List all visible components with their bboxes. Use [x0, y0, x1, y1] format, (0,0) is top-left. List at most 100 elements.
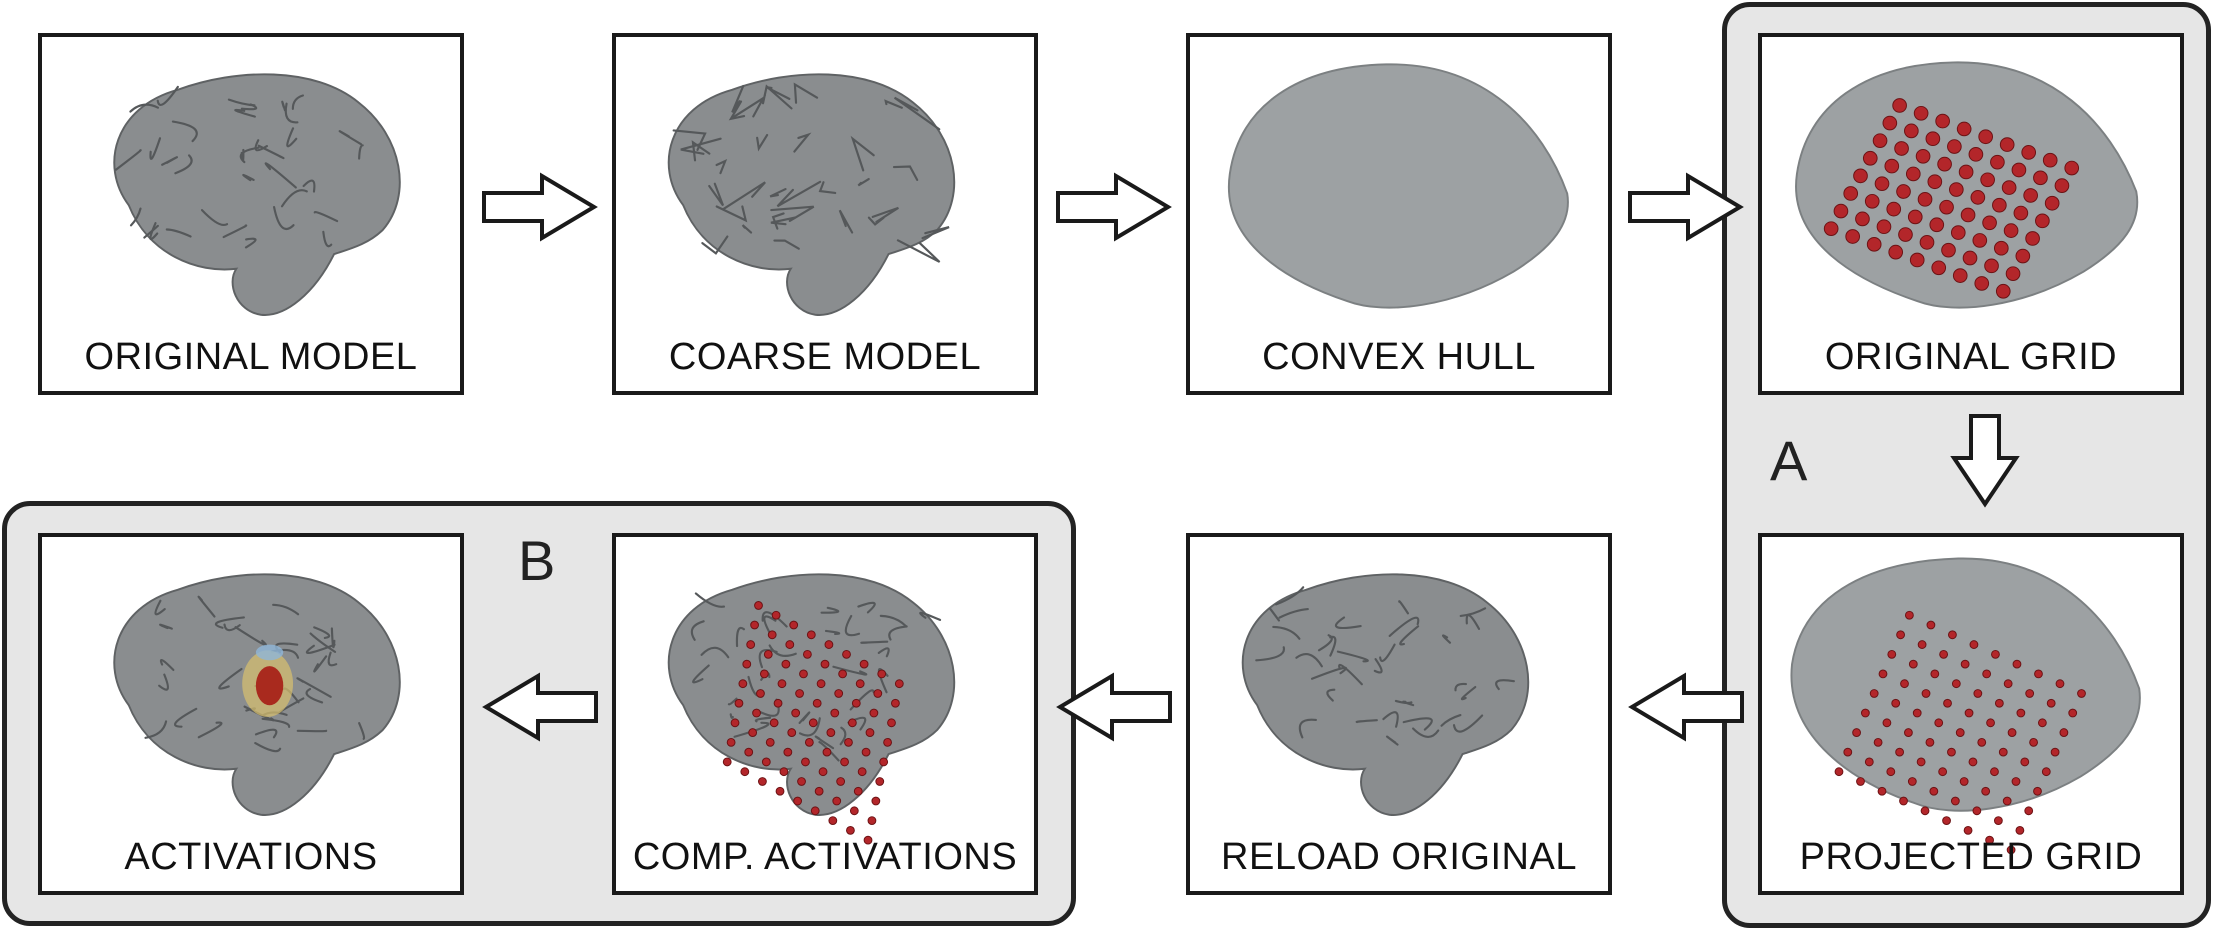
- gyrus-line: [281, 100, 287, 112]
- brain-grid-image: [667, 573, 956, 845]
- electrode-dot: [834, 689, 844, 698]
- electrode-dot: [816, 679, 826, 689]
- electrode-dot: [791, 708, 801, 718]
- electrode-grid: [1823, 98, 2080, 299]
- gyrus-line: [197, 721, 223, 739]
- electrode-dot: [1895, 747, 1905, 757]
- gyrus-line: [763, 615, 777, 636]
- electrode-dot: [865, 728, 875, 737]
- electrode-dot: [2042, 152, 2058, 168]
- electrode-dot: [1904, 123, 1919, 139]
- panel-caption: ACTIVATIONS: [124, 836, 378, 878]
- electrode-dot: [2016, 708, 2026, 718]
- electrode-dot: [763, 649, 773, 659]
- electrode-dot: [802, 649, 812, 659]
- gyrus-line: [1255, 646, 1285, 662]
- electrode-dot: [1878, 669, 1888, 679]
- gyrus-line: [234, 108, 256, 118]
- gyrus-line: [857, 177, 870, 187]
- electrode-dot: [2025, 231, 2040, 246]
- electrode-dot: [722, 757, 732, 767]
- electrode-dot: [1934, 718, 1944, 728]
- electrode-dot: [761, 757, 771, 767]
- electrode-dot: [756, 689, 765, 698]
- electrode-dot: [1886, 201, 1902, 217]
- electrode-dot: [1843, 747, 1853, 757]
- gyrus-line: [264, 162, 297, 189]
- gyrus-line: [733, 721, 770, 738]
- gyrus-line: [244, 237, 257, 249]
- electrode-dot: [758, 777, 767, 786]
- gyrus-line: [1336, 650, 1369, 663]
- electrode-dot: [1929, 786, 1939, 796]
- electrode-dot: [1963, 825, 1973, 835]
- electrode-dot: [1939, 649, 1949, 659]
- panel-caption: COARSE MODEL: [668, 336, 982, 378]
- electrode-dot: [822, 747, 832, 757]
- panel-caption: CONVEX HULL: [1262, 336, 1536, 378]
- gyrus-line: [892, 165, 919, 181]
- gyrus-line: [257, 144, 285, 160]
- electrode-dot: [1866, 236, 1882, 252]
- gyrus-line: [291, 94, 305, 110]
- electrode-dot: [2011, 777, 2021, 786]
- electrode-dot: [2054, 178, 2070, 193]
- gyrus-line: [1398, 600, 1410, 615]
- electrode-dot: [1919, 235, 1935, 250]
- electrode-dot: [1909, 252, 1925, 268]
- group-b-label: B: [518, 529, 556, 592]
- panel-caption: PROJECTED GRID: [1799, 836, 2143, 878]
- gyrus-line: [690, 620, 705, 641]
- electrode-dot: [1968, 757, 1978, 767]
- gyrus-line: [1459, 607, 1487, 617]
- gyrus-line: [1399, 625, 1420, 646]
- electrode-dot: [787, 728, 797, 737]
- electrode-dot: [1915, 148, 1931, 164]
- panel-caption: ORIGINAL MODEL: [84, 336, 418, 378]
- gyrus-line: [758, 648, 778, 669]
- hull-grid-image: [1795, 61, 2139, 309]
- panel-reload-original: RELOAD ORIGINAL: [1186, 533, 1612, 895]
- electrode-dot: [752, 708, 761, 718]
- electrode-dot: [847, 718, 857, 728]
- gyrus-line: [254, 742, 282, 753]
- electrode-dot: [1995, 283, 2011, 299]
- electrode-dot: [1960, 659, 1970, 669]
- gyrus-line: [727, 697, 738, 706]
- gyrus-line: [793, 82, 819, 104]
- electrode-dot: [1888, 244, 1904, 260]
- gyrus-line: [159, 623, 173, 630]
- electrode-dot: [1907, 777, 1917, 786]
- gyrus-line: [129, 103, 160, 113]
- electrode-dot: [1999, 137, 2015, 152]
- hull-image: [1227, 63, 1569, 309]
- gyrus-line: [1452, 714, 1484, 733]
- electrode-dot: [1904, 728, 1913, 737]
- gyrus-line: [284, 102, 299, 124]
- gyrus-line: [818, 181, 837, 195]
- electrode-dot: [1938, 767, 1948, 777]
- gyrus-line: [1465, 614, 1481, 630]
- electrode-dot: [730, 718, 740, 728]
- gyrus-line: [888, 625, 908, 641]
- electrode-dot: [814, 786, 824, 796]
- brain-activation-image: [113, 573, 401, 816]
- brain-image: [1241, 573, 1530, 816]
- electrode-dot: [2077, 689, 2086, 698]
- electrode-dot: [1896, 184, 1911, 199]
- gyrus-line: [867, 216, 885, 226]
- gyrus-line: [1379, 643, 1396, 662]
- electrode-dot: [2046, 698, 2056, 708]
- electrode-dot: [1907, 209, 1923, 225]
- electrode-dot: [1973, 689, 1983, 698]
- electrode-dot: [1917, 640, 1927, 649]
- gyrus-line: [1295, 653, 1323, 668]
- electrode-dot: [859, 659, 869, 669]
- electrode-grid: [722, 601, 904, 845]
- electrode-dot: [836, 777, 846, 786]
- gyrus-line: [115, 149, 142, 171]
- electrode-dot: [2025, 689, 2035, 698]
- gyrus-line: [200, 209, 229, 226]
- electrode-dot: [2015, 825, 2025, 835]
- gyrus-line: [313, 655, 328, 673]
